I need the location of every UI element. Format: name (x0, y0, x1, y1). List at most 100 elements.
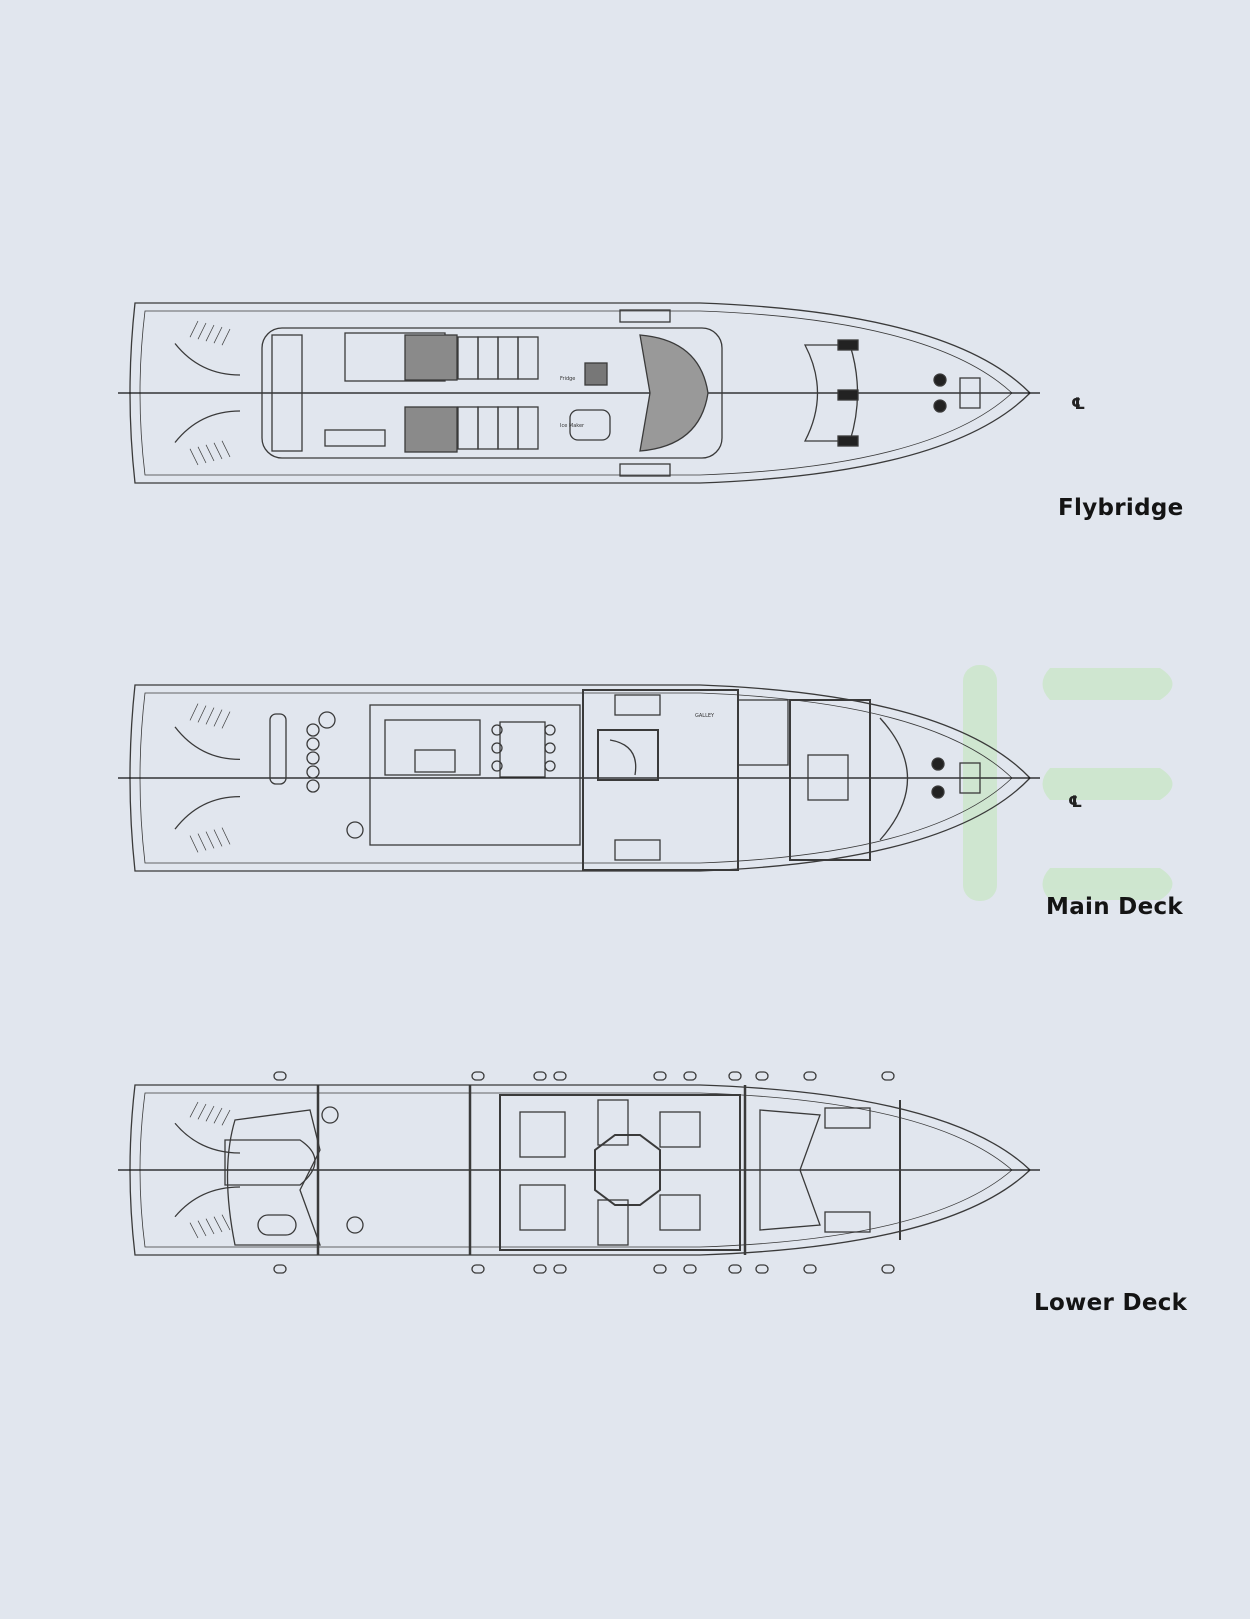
cushion (837, 339, 859, 351)
hull-outline (129, 1084, 1031, 1256)
stair-step (205, 831, 215, 849)
hull-inner-outline (139, 310, 1013, 476)
winch (318, 711, 336, 729)
porthole (881, 1264, 895, 1274)
bed (519, 1111, 566, 1158)
side-stairs (619, 463, 671, 477)
stair-step (213, 1216, 223, 1233)
stair-step (189, 1222, 199, 1239)
stair-step (213, 326, 223, 344)
hull-inner-outline (139, 1092, 1013, 1248)
helm-chair (931, 757, 945, 771)
porthole (553, 1264, 567, 1274)
sunpad (404, 406, 458, 453)
chair (544, 742, 556, 754)
deck-label-main-deck: Main Deck (1046, 894, 1183, 920)
winch (321, 1106, 339, 1124)
aft-sofa (269, 713, 287, 785)
porthole (683, 1264, 697, 1274)
stair-step (189, 448, 199, 466)
stairs (614, 839, 661, 861)
porthole (533, 1264, 547, 1274)
stair-step (197, 322, 207, 340)
tender (224, 1139, 316, 1186)
porthole (471, 1264, 485, 1274)
bed (659, 1194, 701, 1231)
hull-outline (129, 684, 1031, 872)
porthole (755, 1264, 769, 1274)
stairwell (597, 729, 659, 781)
spiral-stair (609, 739, 637, 776)
lounge-sofa (384, 719, 481, 776)
seat (457, 336, 479, 380)
ice-maker-label: Ice Maker (560, 423, 585, 429)
stair-step (213, 709, 223, 727)
watermark-logo (963, 665, 1173, 901)
porthole (273, 1071, 287, 1081)
stair-step (197, 1103, 207, 1120)
seat (517, 336, 539, 380)
porthole (683, 1071, 697, 1081)
fridge-label: Fridge (560, 376, 576, 382)
foredeck-seat (879, 717, 908, 841)
hull-outline (129, 302, 1031, 484)
stair-step (197, 833, 207, 851)
porthole (728, 1264, 742, 1274)
stern-stair-curve (174, 726, 241, 761)
bed (519, 1184, 566, 1231)
lower-deck-plan (118, 1071, 1040, 1274)
stair-step (189, 1101, 199, 1118)
seat (477, 336, 499, 380)
salon (369, 704, 581, 846)
galley-label: GALLEY (695, 713, 715, 719)
porthole (653, 1264, 667, 1274)
porthole (803, 1071, 817, 1081)
forward-sofa (803, 344, 859, 442)
chair (491, 742, 503, 754)
stair-step (205, 444, 215, 462)
guest-cabins (499, 1094, 741, 1251)
helm-chair (931, 785, 945, 799)
stair-step (221, 711, 231, 729)
stern-stair-curve (174, 410, 241, 443)
cushion (837, 389, 859, 401)
main-deck-plan (118, 684, 1040, 872)
centerline-mark-main-deck: ℄ (1068, 792, 1083, 811)
porthole (533, 1071, 547, 1081)
cushion (837, 435, 859, 447)
helm-chair (933, 399, 947, 413)
stair-step (221, 1109, 231, 1126)
porthole (755, 1071, 769, 1081)
stool (306, 779, 320, 793)
central-stair (594, 1134, 661, 1206)
porthole (553, 1071, 567, 1081)
stair-step (189, 703, 199, 721)
winch (346, 1216, 364, 1234)
crew-cabin (759, 1109, 821, 1231)
chair (544, 760, 556, 772)
bed (807, 754, 849, 801)
stair-step (221, 440, 231, 458)
deck-label-flybridge: Flybridge (1058, 495, 1184, 521)
stool (306, 737, 320, 751)
console (959, 377, 981, 409)
stair-step (221, 827, 231, 845)
stair-step (205, 1218, 215, 1235)
deck-label-lower-deck: Lower Deck (1034, 1290, 1188, 1316)
stern-stair-curve (174, 1186, 241, 1218)
stair-step (205, 1105, 215, 1122)
porthole (471, 1071, 485, 1081)
chair (491, 760, 503, 772)
console (959, 762, 981, 794)
table (324, 429, 386, 447)
hull-inner-outline (139, 692, 1013, 864)
grill (584, 362, 608, 386)
bunks (597, 1199, 629, 1246)
dining-table (499, 721, 546, 778)
bathroom (737, 699, 789, 766)
flybridge-deck-area (261, 327, 723, 459)
stair-step (189, 320, 199, 338)
stool (306, 751, 320, 765)
stair-step (197, 446, 207, 464)
stern-stair-curve (174, 795, 241, 830)
